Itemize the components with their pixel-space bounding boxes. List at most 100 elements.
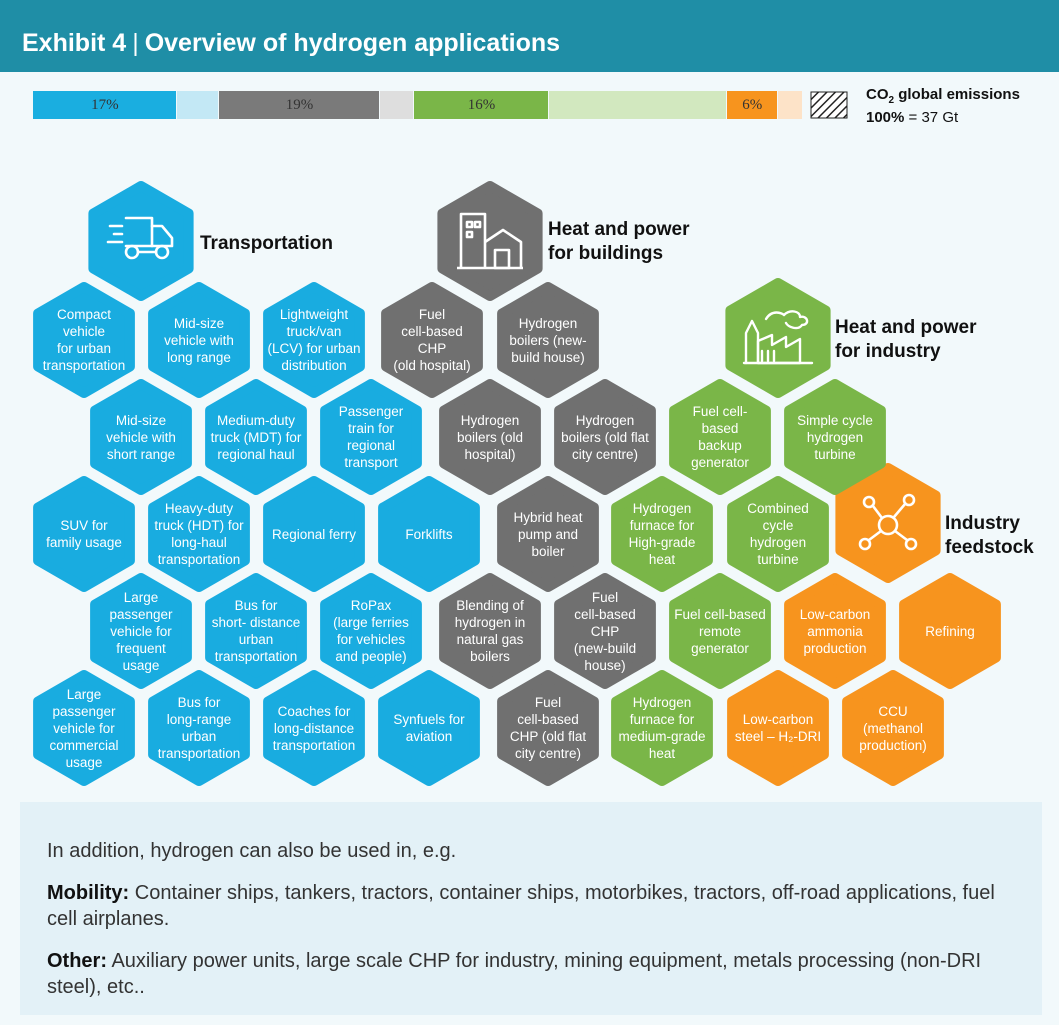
emissions-bar-segment bbox=[777, 91, 802, 119]
hex-label-backup-generator: Fuel cell- based backup generator bbox=[691, 404, 749, 470]
hex-label-lcv: Lightweight truck/van (LCV) for urban di… bbox=[267, 307, 361, 373]
emissions-bar-segment bbox=[726, 91, 777, 119]
hex-blending bbox=[439, 573, 541, 689]
hex-backup-generator bbox=[669, 379, 771, 495]
hex-label-mdt: Medium-duty truck (MDT) for regional hau… bbox=[210, 412, 302, 462]
hex-midsize-long bbox=[148, 282, 250, 398]
hex-label-midsize-long: Mid-size vehicle with long range bbox=[164, 315, 234, 365]
hex-label-ammonia: Low-carbon ammonia production bbox=[799, 606, 871, 656]
hex-suv bbox=[33, 476, 135, 592]
emissions-bar-label: 17% bbox=[91, 97, 119, 113]
hex-label-remote-generator: Fuel cell-based remote generator bbox=[674, 606, 766, 656]
hex-combined-cycle bbox=[727, 476, 829, 592]
hex-ammonia bbox=[784, 573, 886, 689]
legend-total: 100% = 37 Gt bbox=[866, 109, 959, 126]
category-buildings-label: Heat and power for buildings bbox=[548, 219, 690, 264]
additional-other: Other: Auxiliary power units, large scal… bbox=[47, 950, 982, 998]
hex-label-combined-cycle: Combined cycle hydrogen turbine bbox=[747, 501, 809, 567]
hex-label-regional-ferry: Regional ferry bbox=[271, 526, 357, 542]
hex-label-boilers-old-flat: Hydrogen boilers (old flat city centre) bbox=[561, 412, 649, 462]
hex-label-furnace-high: Hydrogen furnace for High-grade heat bbox=[628, 501, 696, 567]
hex-label-bus-short: Bus for short- distance urban transporta… bbox=[211, 598, 301, 664]
hex-furnace-high bbox=[611, 476, 713, 592]
hex-label-suv: SUV for family usage bbox=[46, 518, 122, 550]
hex-coaches bbox=[263, 670, 365, 786]
header-banner: Exhibit 4|Overview of hydrogen applicati… bbox=[0, 0, 1059, 72]
hex-label-refining: Refining bbox=[925, 623, 975, 639]
hex-boilers-new-house bbox=[497, 282, 599, 398]
hex-label-blending: Blending of hydrogen in natural gas boil… bbox=[454, 598, 526, 664]
hex-label-passenger-train: Passenger train for regional transport bbox=[338, 404, 404, 470]
emissions-bar-label: 16% bbox=[467, 97, 496, 113]
hex-synfuels bbox=[378, 670, 480, 786]
hex-boilers-old-hospital bbox=[439, 379, 541, 495]
hex-furnace-medium bbox=[611, 670, 713, 786]
category-industry-hex bbox=[725, 278, 831, 398]
hex-label-furnace-medium: Hydrogen furnace for medium-grade heat bbox=[618, 695, 706, 761]
hex-fuel-chp-new-house bbox=[554, 573, 656, 689]
hex-label-fuel-chp-new-house: Fuel cell-based CHP (new-build house) bbox=[573, 589, 637, 673]
hex-label-large-passenger-commercial: Large passenger vehicle for commercial u… bbox=[49, 686, 119, 770]
emissions-bar-segment bbox=[549, 91, 726, 119]
hex-label-forklifts: Forklifts bbox=[405, 526, 453, 542]
hex-forklifts bbox=[378, 476, 480, 592]
hex-label-ccu: CCU (methanol production) bbox=[859, 703, 927, 753]
title-separator: | bbox=[132, 29, 139, 57]
emissions-bar-segment bbox=[379, 91, 413, 119]
hex-label-ropax: RoPax (large ferries for vehicles and pe… bbox=[333, 598, 409, 664]
hex-regional-ferry bbox=[263, 476, 365, 592]
hex-hdt bbox=[148, 476, 250, 592]
hex-lcv bbox=[263, 282, 365, 398]
hex-midsize-short bbox=[90, 379, 192, 495]
hex-label-steel: Low-carbon steel – H₂-DRI bbox=[734, 712, 822, 744]
category-transportation-hex bbox=[88, 181, 194, 301]
exhibit-heading: Overview of hydrogen applications bbox=[144, 29, 561, 57]
hex-ropax bbox=[320, 573, 422, 689]
hex-label-boilers-new-house: Hydrogen boilers (new- build house) bbox=[509, 315, 587, 365]
additional-uses-panel: In addition, hydrogen can also be used i… bbox=[20, 802, 1042, 1015]
additional-intro: In addition, hydrogen can also be used i… bbox=[47, 840, 457, 862]
hex-fuel-chp-old-flat bbox=[497, 670, 599, 786]
hex-label-coaches: Coaches for long-distance transportation bbox=[272, 703, 356, 753]
hatch-swatch-icon bbox=[810, 91, 848, 119]
emissions-bar-label: 6% bbox=[742, 97, 763, 113]
hex-label-synfuels: Synfuels for aviation bbox=[393, 712, 465, 744]
hex-fuel-chp-hospital bbox=[381, 282, 483, 398]
hex-label-fuel-chp-old-flat: Fuel cell-based CHP (old flat city centr… bbox=[509, 695, 587, 761]
category-transportation-label: Transportation bbox=[200, 233, 334, 254]
hex-label-hdt: Heavy-duty truck (HDT) for long-haul tra… bbox=[154, 501, 244, 567]
emissions-bar-segment bbox=[33, 91, 176, 119]
hex-passenger-train bbox=[320, 379, 422, 495]
emissions-bar-segment bbox=[219, 91, 379, 119]
factory-icon bbox=[742, 310, 814, 365]
hex-steel bbox=[727, 670, 829, 786]
hex-compact-vehicle bbox=[33, 282, 135, 398]
hex-label-bus-long: Bus for long-range urban transportation bbox=[157, 695, 241, 761]
emissions-legend: CO2 global emissions 100% = 37 Gt bbox=[866, 86, 1020, 126]
hex-label-midsize-short: Mid-size vehicle with short range bbox=[106, 412, 176, 462]
emissions-bar-label: 19% bbox=[285, 97, 314, 113]
exhibit-title: Exhibit 4|Overview of hydrogen applicati… bbox=[22, 29, 560, 58]
exhibit-number: Exhibit 4 bbox=[22, 29, 127, 57]
emissions-bar-segment bbox=[176, 91, 219, 119]
hex-bus-short bbox=[205, 573, 307, 689]
category-industry-label: Heat and power for industry bbox=[835, 317, 977, 362]
category-feedstock-label: Industry feedstock bbox=[945, 513, 1034, 558]
hex-large-passenger-commercial bbox=[33, 670, 135, 786]
truck-icon bbox=[106, 216, 174, 260]
additional-mobility: Mobility: Container ships, tankers, trac… bbox=[47, 882, 995, 930]
hex-ccu bbox=[842, 670, 944, 786]
hex-boilers-old-flat bbox=[554, 379, 656, 495]
building-icon bbox=[457, 212, 523, 270]
hex-simple-cycle bbox=[784, 379, 886, 495]
hex-large-passenger-frequent bbox=[90, 573, 192, 689]
emissions-bar-segment bbox=[413, 91, 549, 119]
hex-refining bbox=[899, 573, 1001, 689]
molecule-icon bbox=[858, 493, 918, 551]
hex-remote-generator bbox=[669, 573, 771, 689]
hex-label-compact-vehicle: Compact vehicle for urban transportation bbox=[42, 307, 126, 373]
hex-mdt bbox=[205, 379, 307, 495]
hex-hybrid-heat-pump bbox=[497, 476, 599, 592]
hex-bus-long bbox=[148, 670, 250, 786]
hex-label-simple-cycle: Simple cycle hydrogen turbine bbox=[797, 412, 873, 462]
